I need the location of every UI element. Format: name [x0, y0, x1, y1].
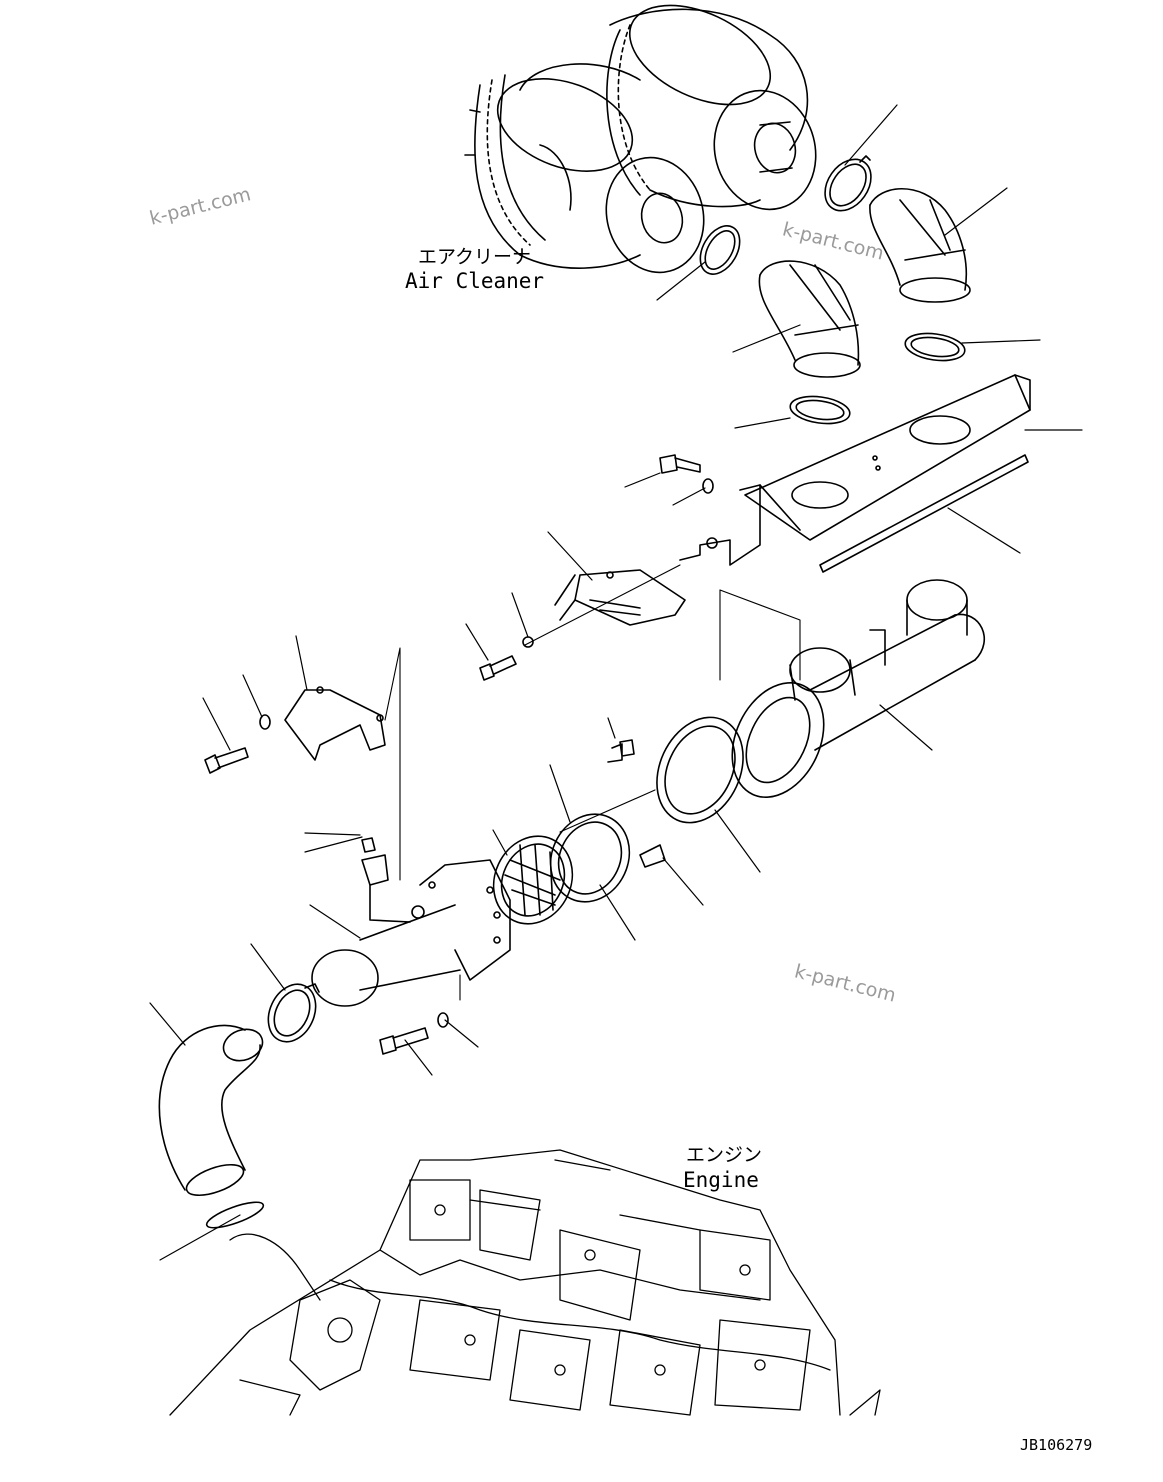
precleaner-body — [731, 579, 986, 799]
lower-bolt-washer — [379, 1012, 449, 1055]
hose-clamps-and-elbows — [699, 155, 971, 425]
plate-bracket — [479, 569, 686, 681]
gasket — [549, 813, 631, 903]
drawing-code: JB106279 — [1020, 1436, 1093, 1454]
intake-hose — [158, 1024, 265, 1229]
engine-label-jp: エンジン — [686, 1144, 763, 1166]
air-cleaner-label-en: Air Cleaner — [405, 269, 545, 293]
intake-pipe-flange — [311, 859, 511, 1007]
air-cleaner-label-jp: エアクリーナ — [418, 246, 532, 268]
support-bracket — [679, 374, 1031, 573]
leader-lines — [149, 104, 1083, 1261]
bolt-center — [607, 739, 666, 868]
mesh-screen — [492, 835, 574, 925]
engine-block — [169, 1149, 881, 1416]
flange-gasket — [656, 716, 744, 824]
engine-label-en: Engine — [683, 1168, 759, 1192]
sensor — [361, 837, 411, 923]
air-cleaner-assembly — [464, 4, 817, 274]
lower-clamp — [267, 983, 320, 1043]
bolt-washer-upper — [659, 454, 714, 494]
left-bracket — [204, 686, 386, 774]
center-lines — [384, 564, 801, 1001]
